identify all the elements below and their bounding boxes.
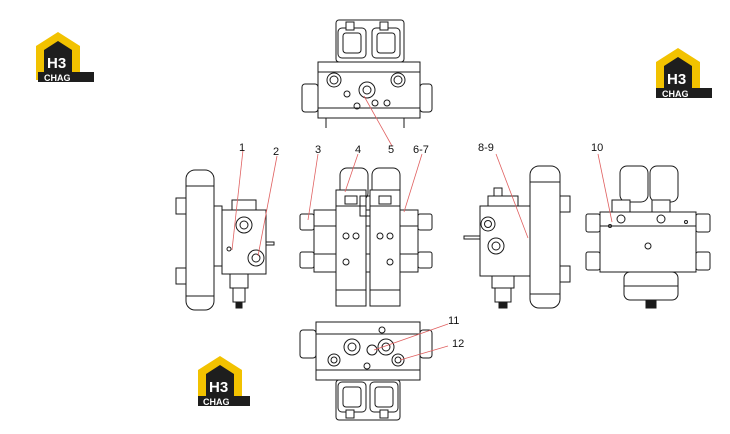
leader-line-8-9 <box>495 153 529 239</box>
callout-8-9: 8-9 <box>478 142 494 154</box>
brand-logo-top-left: H3 CHAG <box>36 32 94 83</box>
leader-line-12 <box>399 345 449 361</box>
valve-top-view <box>301 19 433 128</box>
callout-3: 3 <box>315 144 321 156</box>
brand-logo-top-right: H3 CHAG <box>656 48 712 99</box>
leader-line-10 <box>597 153 613 223</box>
valve-bottom-view <box>299 321 433 421</box>
logo-word-text: CHAG <box>662 89 689 99</box>
callout-labels: 1 2 3 4 5 6-7 8-9 10 11 12 <box>239 142 603 350</box>
callout-6-7: 6-7 <box>413 144 429 156</box>
callout-5: 5 <box>388 144 394 156</box>
valve-right-side-view <box>463 165 571 309</box>
leader-line-2 <box>257 155 278 257</box>
callout-12: 12 <box>452 338 464 350</box>
leader-lines <box>231 95 613 361</box>
callout-11: 11 <box>448 315 459 327</box>
callout-4: 4 <box>355 144 361 156</box>
leader-line-6-7 <box>403 153 423 213</box>
callout-1: 1 <box>239 142 245 154</box>
leader-line-5 <box>363 95 393 147</box>
callout-10: 10 <box>591 142 603 154</box>
leader-line-11 <box>373 323 449 351</box>
logo-mark-text: H3 <box>47 55 66 72</box>
valve-left-side-view <box>175 169 275 311</box>
leader-line-3 <box>307 153 319 221</box>
logo-word-text: CHAG <box>203 397 230 407</box>
valve-front-view <box>299 167 433 307</box>
logo-word-text: CHAG <box>44 73 71 83</box>
logo-mark-text: H3 <box>667 71 686 88</box>
leader-line-4 <box>344 153 359 193</box>
logo-mark-text: H3 <box>209 379 228 396</box>
leader-line-1 <box>231 149 244 251</box>
brand-logo-bottom-left: H3 CHAG <box>198 356 250 407</box>
valve-rear-view <box>585 165 711 309</box>
callout-2: 2 <box>273 146 279 158</box>
